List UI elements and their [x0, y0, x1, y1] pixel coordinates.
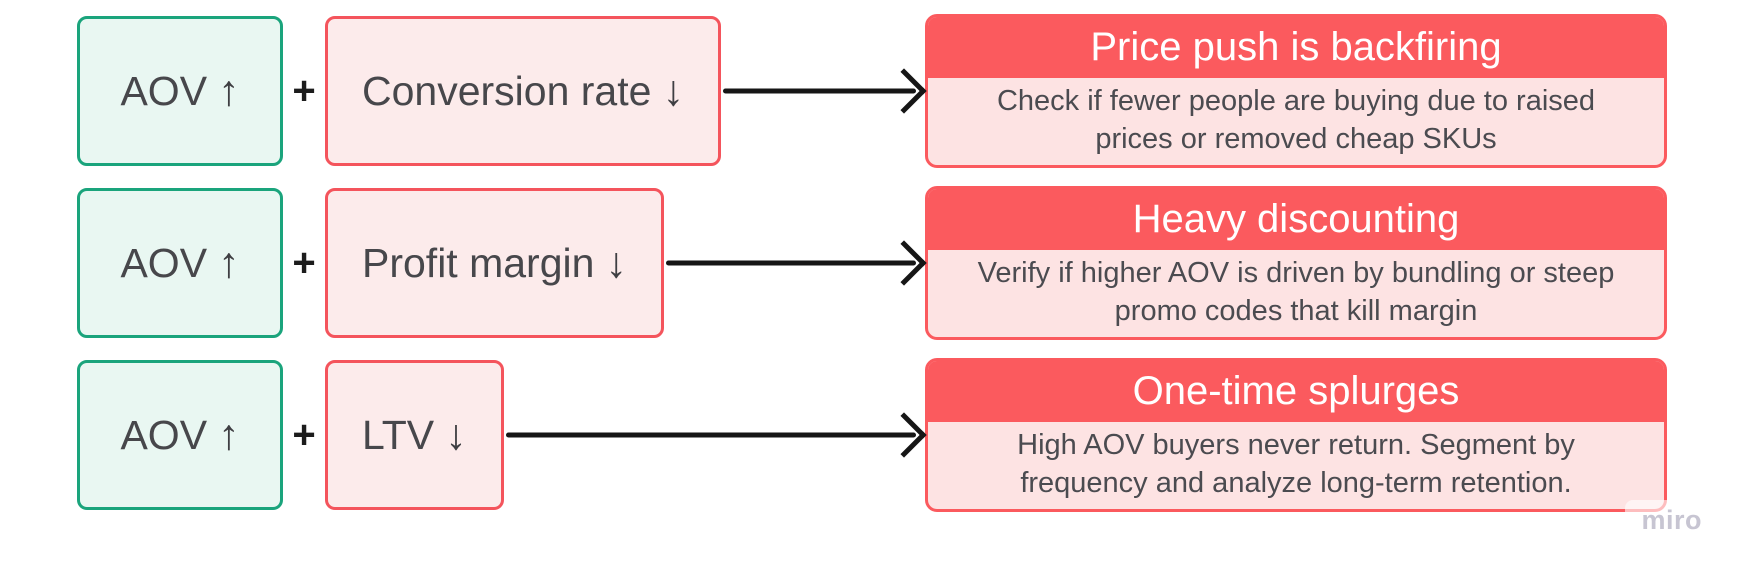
- card-title: Heavy discounting: [928, 189, 1664, 250]
- metric-label: Profit margin: [362, 239, 595, 286]
- arrow-head-icon: [881, 412, 927, 458]
- metric-label: AOV: [120, 239, 208, 286]
- up-arrow-icon: ↑: [218, 410, 240, 459]
- plus-operator: +: [292, 68, 316, 113]
- card-description: High AOV buyers never return. Segment by…: [1017, 429, 1575, 500]
- insight-card[interactable]: One-time splurges High AOV buyers never …: [925, 358, 1667, 512]
- metric-box-aov[interactable]: AOV↑: [77, 16, 283, 166]
- arrow-head-icon: [881, 68, 927, 114]
- plus-operator: +: [292, 412, 316, 457]
- metric-box-ltv[interactable]: LTV↓: [325, 360, 504, 510]
- connector-arrow[interactable]: [664, 186, 927, 340]
- down-arrow-icon: ↓: [605, 238, 627, 287]
- arrow-shaft: [722, 88, 916, 94]
- metric-box-profit-margin[interactable]: Profit margin↓: [325, 188, 664, 338]
- flow-row: AOV↑ + LTV↓ One-time splurges High AOV b…: [77, 358, 1667, 512]
- flow-row: AOV↑ + Conversion rate↓ Price push is ba…: [77, 14, 1667, 168]
- metric-box-conversion-rate[interactable]: Conversion rate↓: [325, 16, 721, 166]
- card-description: Check if fewer people are buying due to …: [996, 85, 1596, 156]
- card-title: Price push is backfiring: [928, 17, 1664, 78]
- connector-arrow[interactable]: [504, 358, 927, 512]
- plus-operator: +: [292, 240, 316, 285]
- down-arrow-icon: ↓: [662, 66, 684, 115]
- metric-box-aov[interactable]: AOV↑: [77, 360, 283, 510]
- arrow-shaft: [665, 260, 916, 266]
- card-title: One-time splurges: [928, 361, 1664, 422]
- insight-card[interactable]: Price push is backfiring Check if fewer …: [925, 14, 1667, 168]
- connector-arrow[interactable]: [721, 14, 927, 168]
- up-arrow-icon: ↑: [218, 66, 240, 115]
- flow-row: AOV↑ + Profit margin↓ Heavy discounting …: [77, 186, 1667, 340]
- insight-card[interactable]: Heavy discounting Verify if higher AOV i…: [925, 186, 1667, 340]
- metric-label: AOV: [120, 411, 208, 458]
- metric-box-aov[interactable]: AOV↑: [77, 188, 283, 338]
- arrow-shaft: [505, 432, 916, 438]
- down-arrow-icon: ↓: [445, 410, 467, 459]
- metric-label: AOV: [120, 67, 208, 114]
- metric-label: Conversion rate: [362, 67, 652, 114]
- arrow-head-icon: [881, 240, 927, 286]
- miro-logo: miro: [1625, 500, 1718, 541]
- card-description: Verify if higher AOV is driven by bundli…: [977, 257, 1615, 328]
- metric-label: LTV: [362, 411, 435, 458]
- up-arrow-icon: ↑: [218, 238, 240, 287]
